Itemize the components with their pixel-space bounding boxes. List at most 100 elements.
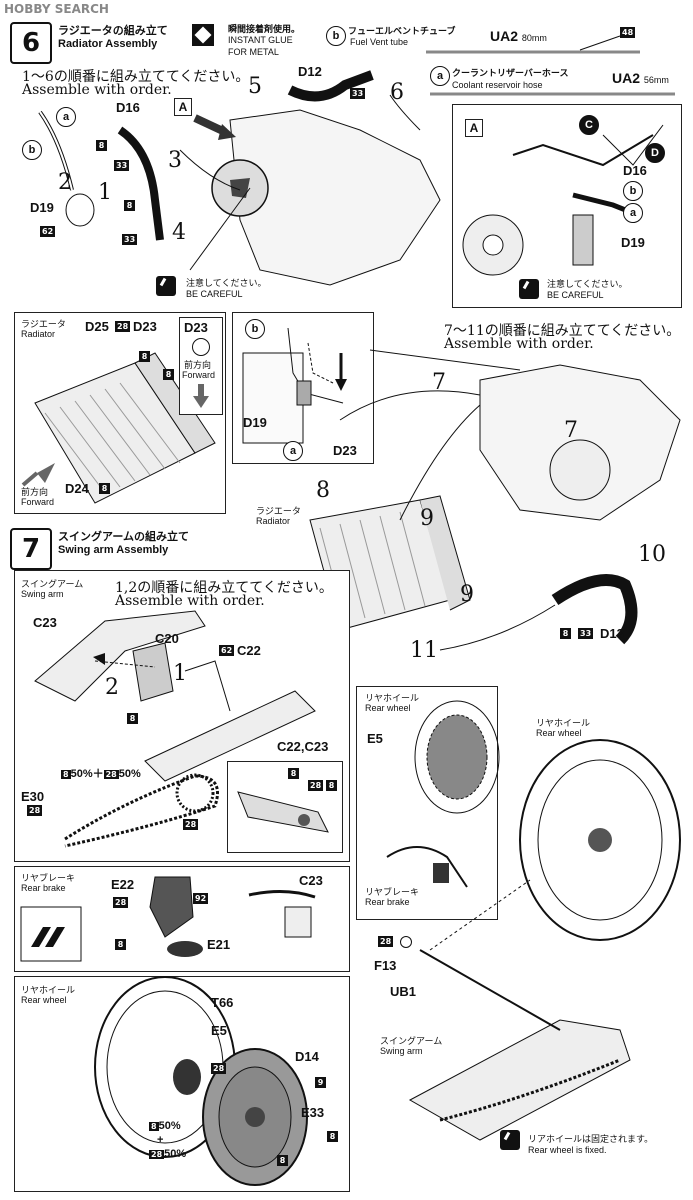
part-d13: D13 bbox=[600, 626, 624, 641]
fixed-en: Rear wheel is fixed. bbox=[528, 1145, 607, 1155]
step6-title-jp: ラジエータの組み立て bbox=[58, 24, 168, 37]
glue-jp: 瞬間接着剤使用。 bbox=[228, 24, 301, 34]
step-num-1: 1 bbox=[98, 180, 112, 205]
rear-wheel-inset-drawing bbox=[386, 700, 500, 888]
order1-jp: 1～6の順番に組み立ててください。 bbox=[22, 69, 250, 85]
num-92: 92 bbox=[193, 893, 209, 904]
swingarm-order-jp: 1,2の順番に組み立ててください。 bbox=[115, 580, 333, 596]
num-28-e5: 28 bbox=[211, 1063, 227, 1074]
radiator-right-en: Radiator bbox=[256, 516, 291, 526]
detail-d23: D23 bbox=[333, 443, 357, 458]
part-e21: E21 bbox=[207, 937, 231, 952]
swingarm-jp: スイングアーム bbox=[21, 579, 84, 589]
rear-wheel-drawing bbox=[94, 976, 308, 1186]
big-swingarm-jp: スイングアーム bbox=[380, 1036, 443, 1046]
inset-rear-brake-jp: リヤブレーキ bbox=[365, 887, 420, 897]
order1-en: Assemble with order. bbox=[22, 82, 172, 98]
glue-en1: INSTANT GLUE bbox=[228, 35, 293, 45]
wheel-mix-50b: 50% bbox=[164, 1148, 187, 1160]
fixed-jp: リアホイールは固定されます。 bbox=[528, 1134, 654, 1144]
forward-inset-circle bbox=[192, 338, 210, 356]
wheel-mix-50a: 50% bbox=[158, 1120, 181, 1132]
rad-forward-jp: 前方向 bbox=[21, 487, 49, 497]
swingarm-en: Swing arm bbox=[21, 589, 64, 599]
view-a-d16: D16 bbox=[623, 163, 647, 178]
tube-b-length: 80mm bbox=[521, 33, 547, 43]
careful-jp: 注意してください。 bbox=[186, 278, 267, 288]
careful-en: BE CAREFUL bbox=[186, 289, 243, 299]
radiator-box-en: Radiator bbox=[21, 329, 56, 339]
rear-wheel-box: リヤホイール Rear wheel T66 E5 28 D14 9 E33 8 … bbox=[14, 976, 350, 1192]
part-d25: D25 bbox=[85, 319, 109, 334]
mix-8: 8 bbox=[61, 770, 71, 779]
step-num-3: 3 bbox=[168, 148, 182, 173]
tube-b-code: UA2 80mm bbox=[490, 28, 547, 44]
num-8-d13: 8 bbox=[560, 628, 571, 639]
radiator-box: ラジエータ Radiator D25 28 D23 8 8 D24 8 前方向 … bbox=[14, 312, 226, 514]
tube-a-en: Coolant reservoir hose bbox=[452, 80, 543, 90]
step-num-9a: 9 bbox=[420, 506, 434, 531]
part-d16: D16 bbox=[116, 100, 140, 115]
num-28-e30: 28 bbox=[27, 805, 43, 816]
num-33-a: 33 bbox=[114, 160, 130, 171]
num-28-rad: 28 bbox=[115, 321, 131, 332]
part-c20: C20 bbox=[155, 631, 179, 646]
tube-b-jp: フューエルベントチューブ bbox=[348, 26, 456, 36]
tube-b-letter: b bbox=[326, 26, 346, 46]
wheel-mix-28: 28 bbox=[149, 1150, 165, 1159]
mix-28: 28 bbox=[103, 770, 119, 779]
inset-rear-wheel-jp: リヤホイール bbox=[365, 693, 420, 703]
step-num-6: 6 bbox=[390, 80, 404, 105]
part-e5: E5 bbox=[211, 1023, 227, 1038]
label-b-left: b bbox=[22, 140, 42, 160]
step7-title-jp: スイングアームの組み立て bbox=[58, 530, 190, 543]
tube-a-line bbox=[430, 92, 675, 96]
view-a-careful-en: BE CAREFUL bbox=[547, 290, 604, 300]
view-a-careful-jp: 注意してください。 bbox=[547, 279, 628, 289]
rear-wheel-jp: リヤホイール bbox=[21, 985, 76, 995]
step-num-4: 4 bbox=[172, 220, 186, 245]
rear-wheel-en: Rear wheel bbox=[21, 995, 67, 1005]
step7-title-en: Swing arm Assembly bbox=[58, 544, 169, 556]
step-num-8: 8 bbox=[316, 478, 330, 503]
num-8-rad-a: 8 bbox=[139, 351, 150, 362]
big-wheel-en: Rear wheel bbox=[536, 728, 582, 738]
inset-8b: 8 bbox=[326, 780, 337, 791]
tube-b-en: Fuel Vent tube bbox=[350, 37, 409, 47]
watermark-text: HOBBY SEARCH bbox=[4, 2, 109, 16]
rear-brake-jp: リヤブレーキ bbox=[21, 873, 76, 883]
order2-en: Assemble with order. bbox=[444, 336, 594, 352]
mix-text2: 50% bbox=[118, 768, 141, 780]
part-c23-brake: C23 bbox=[299, 873, 323, 888]
detail-a: a bbox=[283, 441, 303, 461]
tube-b-part: 48 bbox=[620, 27, 636, 38]
part-c22: C22 bbox=[237, 643, 261, 658]
step7-number: 7 bbox=[10, 528, 52, 570]
num-8-brake: 8 bbox=[115, 939, 126, 950]
radiator-box-jp: ラジエータ bbox=[21, 319, 66, 329]
view-a-drawing bbox=[462, 124, 664, 276]
part-d19-left: D19 bbox=[30, 200, 54, 215]
part-e33: E33 bbox=[301, 1105, 325, 1120]
num-33-c: 33 bbox=[350, 88, 366, 99]
part-f13: F13 bbox=[374, 958, 397, 973]
big-swingarm-en: Swing arm bbox=[380, 1046, 423, 1056]
radiator-drawing bbox=[21, 352, 216, 504]
label-a-left: a bbox=[56, 107, 76, 127]
part-d12: D12 bbox=[298, 64, 322, 79]
inset-8a: 8 bbox=[288, 768, 299, 779]
part-d24: D24 bbox=[65, 481, 89, 496]
swingarm-order-en: Assemble with order. bbox=[115, 593, 265, 609]
d19-d23-box: b D19 a D23 bbox=[232, 312, 374, 464]
detail-drawing bbox=[242, 327, 347, 444]
fixed-icon bbox=[500, 1130, 520, 1150]
view-a-a: a bbox=[623, 203, 643, 223]
step-num-7b: 7 bbox=[564, 418, 578, 443]
inset-e5: E5 bbox=[367, 731, 383, 746]
num-28-brake: 28 bbox=[113, 897, 129, 908]
step-num-10: 10 bbox=[638, 542, 666, 567]
forward-inset-jp: 前方向 bbox=[184, 360, 212, 370]
step6-right-drawing bbox=[309, 349, 681, 651]
num-8-e33: 8 bbox=[327, 1131, 338, 1142]
